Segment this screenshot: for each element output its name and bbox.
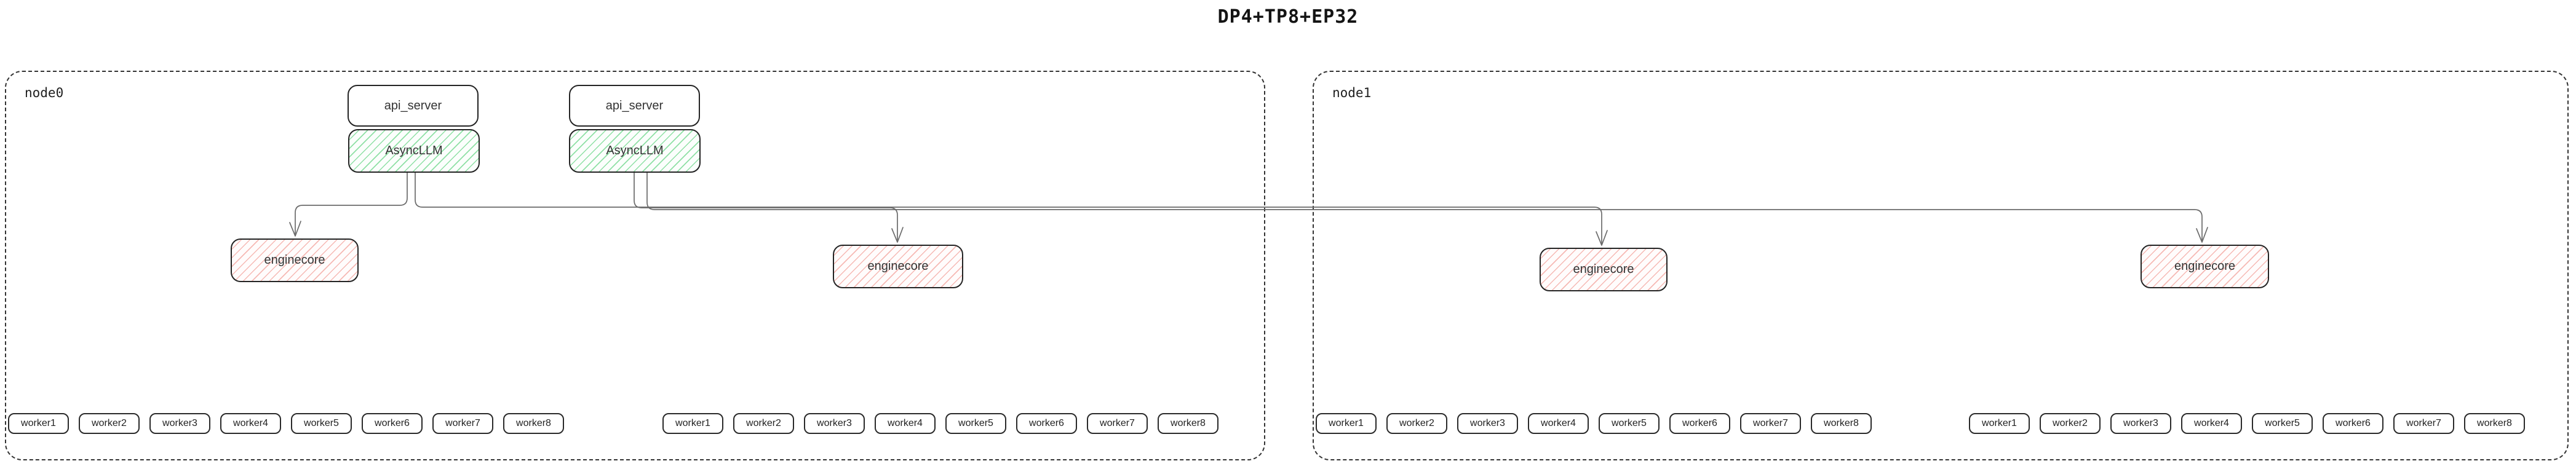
connector-asyncllm1-enginecore3 xyxy=(415,172,1602,244)
worker-box: worker6 xyxy=(1016,413,1077,434)
worker-box: worker8 xyxy=(2464,413,2525,434)
enginecore-box-1: enginecore xyxy=(231,238,359,282)
connector-asyncllm2-enginecore2 xyxy=(634,172,898,241)
worker-box: worker2 xyxy=(1386,413,1447,434)
worker-box: worker6 xyxy=(2323,413,2383,434)
async-llm-box-2: AsyncLLM xyxy=(569,129,701,173)
worker-box: worker7 xyxy=(2393,413,2454,434)
worker-box: worker3 xyxy=(149,413,210,434)
worker-box: worker1 xyxy=(662,413,723,434)
enginecore-box-4: enginecore xyxy=(2141,245,2269,288)
arrowhead-enginecore4 xyxy=(2196,227,2208,243)
worker-box: worker2 xyxy=(2040,413,2101,434)
worker-box: worker3 xyxy=(2110,413,2171,434)
node1-container: node1 xyxy=(1313,71,2569,460)
diagram-title: DP4+TP8+EP32 xyxy=(1217,6,1359,28)
worker-box: worker6 xyxy=(1669,413,1730,434)
worker-box: worker4 xyxy=(2181,413,2242,434)
node1-worker-group-1: worker1 worker2 worker3 worker4 worker5 worke… xyxy=(1316,413,1872,434)
worker-box: worker7 xyxy=(1740,413,1801,434)
worker-box: worker1 xyxy=(1969,413,2030,434)
worker-box: worker8 xyxy=(1158,413,1218,434)
node0-worker-group-1: worker1 worker2 worker3 worker4 worker5 worke… xyxy=(8,413,564,434)
node0-worker-group-2: worker1 worker2 worker3 worker4 worker5 worke… xyxy=(662,413,1218,434)
worker-box: worker6 xyxy=(362,413,423,434)
api-server-box-1: api_server xyxy=(348,85,479,127)
worker-box: worker7 xyxy=(432,413,493,434)
worker-box: worker2 xyxy=(79,413,140,434)
worker-box: worker4 xyxy=(220,413,281,434)
connector-asyncllm2-enginecore4 xyxy=(646,172,2203,241)
worker-box: worker2 xyxy=(733,413,794,434)
api-server-box-2: api_server xyxy=(569,85,700,127)
arrowhead-enginecore2 xyxy=(891,227,904,243)
node0-label: node0 xyxy=(25,85,64,100)
worker-box: worker1 xyxy=(8,413,69,434)
worker-box: worker5 xyxy=(945,413,1006,434)
worker-box: worker3 xyxy=(804,413,865,434)
arrowhead-enginecore1 xyxy=(289,221,301,237)
enginecore-box-3: enginecore xyxy=(1540,248,1668,291)
node1-label: node1 xyxy=(1332,85,1372,100)
worker-box: worker7 xyxy=(1087,413,1148,434)
worker-box: worker4 xyxy=(1528,413,1589,434)
enginecore-box-2: enginecore xyxy=(833,245,963,288)
node0-container: node0 xyxy=(5,71,1265,460)
worker-box: worker5 xyxy=(2252,413,2313,434)
worker-box: worker5 xyxy=(291,413,352,434)
worker-box: worker8 xyxy=(503,413,564,434)
connector-asyncllm1-enginecore1 xyxy=(295,172,408,235)
worker-box: worker3 xyxy=(1457,413,1518,434)
worker-box: worker8 xyxy=(1811,413,1872,434)
worker-box: worker4 xyxy=(875,413,936,434)
async-llm-box-1: AsyncLLM xyxy=(348,129,480,173)
arrowhead-enginecore3 xyxy=(1596,230,1608,246)
worker-box: worker5 xyxy=(1599,413,1660,434)
worker-box: worker1 xyxy=(1316,413,1377,434)
node1-worker-group-2: worker1 worker2 worker3 worker4 worker5 worke… xyxy=(1969,413,2525,434)
